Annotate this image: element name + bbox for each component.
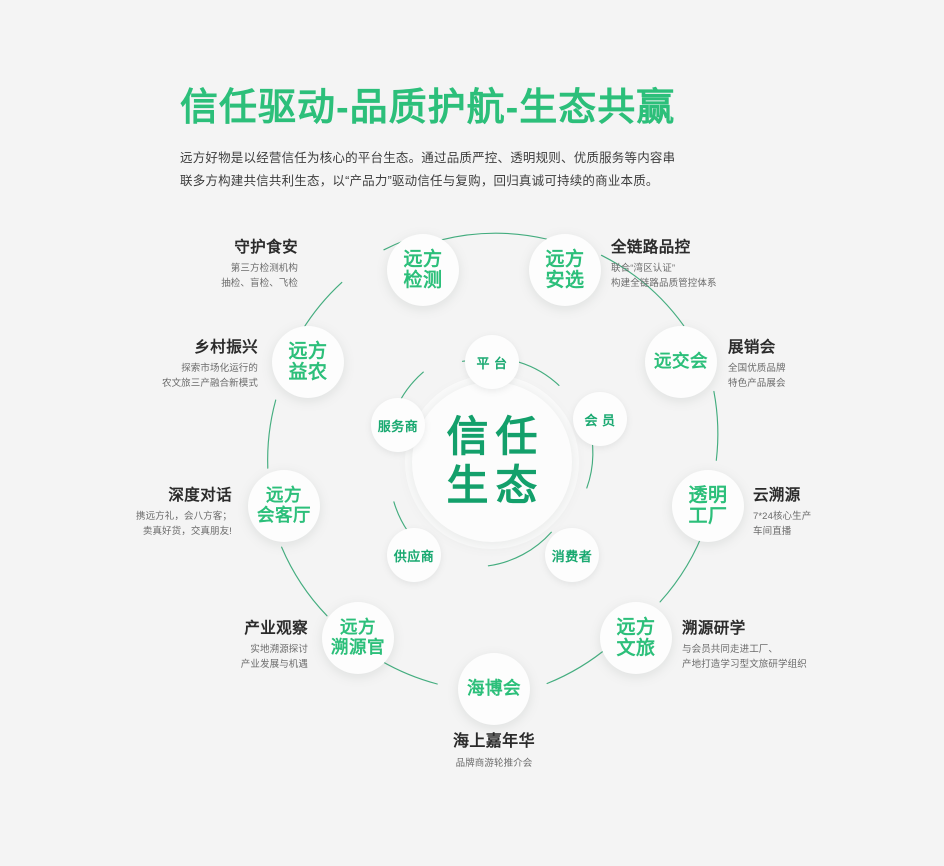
outer-node-haibohui[interactable]: 海博会 — [458, 653, 530, 725]
caption-subtext-line-2: 卖真好货，交真朋友! — [142, 526, 232, 538]
caption-subtext-line-1: 与会员共同走进工厂、 — [682, 644, 779, 656]
caption-heading: 深度对话 — [168, 487, 232, 504]
caption-subtext: 全国优质品牌 特色产品展会 — [728, 362, 918, 391]
caption-heading: 展销会 — [728, 339, 776, 356]
outer-node-label: 海博会 — [467, 679, 521, 699]
caption-haibohui: 海上嘉年华 品牌商游轮推介会 — [394, 732, 594, 772]
caption-subtext-line-1: 实地溯源探讨 — [250, 644, 308, 656]
caption-subtext: 7*24核心生产 车间直播 — [753, 510, 943, 539]
caption-yuanjiaohui: 展销会 全国优质品牌 特色产品展会 — [728, 338, 918, 392]
outer-node-label-line-1: 远交会 — [654, 351, 708, 372]
outer-node-touming-gongchang[interactable]: 透明 工厂 — [672, 470, 744, 542]
inner-node-platform[interactable]: 平 台 — [465, 335, 519, 389]
caption-subtext-line-2: 产业发展与机遇 — [240, 659, 308, 671]
caption-yuanfang-yinong: 乡村振兴 探索市场化运行的 农文旅三产融合新模式 — [68, 338, 258, 392]
inner-node-consumer[interactable]: 消费者 — [545, 528, 599, 582]
outer-node-label-line-1: 透明 — [688, 484, 728, 506]
page-title: 信任驱动-品质护航-生态共赢 — [180, 87, 676, 129]
caption-touming-gongchang: 云溯源 7*24核心生产 车间直播 — [753, 486, 943, 540]
caption-subtext-line-1: 携远方礼，会八方客； — [135, 511, 232, 523]
inner-node-label: 平 台 — [476, 355, 508, 371]
outer-node-label: 远方 益农 — [288, 341, 327, 384]
caption-subtext-line-2: 抽检、盲检、飞检 — [221, 278, 298, 290]
inner-node-member[interactable]: 会 员 — [573, 392, 627, 446]
outer-node-label-line-1: 远方 — [266, 485, 302, 506]
caption-subtext-line-2: 特色产品展会 — [728, 378, 786, 390]
inner-node-supplier[interactable]: 供应商 — [387, 528, 441, 582]
outer-node-yuanfang-huiketing[interactable]: 远方 会客厅 — [248, 470, 320, 542]
outer-node-label-line-1: 远方 — [545, 248, 585, 270]
caption-heading: 乡村振兴 — [194, 339, 258, 356]
caption-yuanfang-suyuanguan: 产业观察 实地溯源探讨 产业发展与机遇 — [118, 619, 308, 673]
page-subtitle: 远方好物是以经营信任为核心的平台生态。通过品质严控、透明规则、优质服务等内容串 … — [180, 147, 680, 193]
outer-node-label: 远方 文旅 — [616, 617, 655, 660]
outer-node-label: 远方 会客厅 — [257, 486, 311, 525]
core-label-line-2: 生态 — [446, 462, 545, 509]
caption-subtext: 第三方检测机构 抽检、盲检、飞检 — [108, 262, 298, 291]
caption-heading: 全链路品控 — [611, 239, 691, 256]
caption-yuanfang-wenlv: 溯源研学 与会员共同走进工厂、 产地打造学习型文旅研学组织 — [682, 619, 897, 673]
inner-node-label: 会 员 — [584, 412, 616, 428]
outer-node-yuanjiaohui[interactable]: 远交会 — [645, 326, 717, 398]
outer-node-label-line-1: 远方 — [616, 616, 656, 638]
core-label-line-1: 信任 — [446, 413, 545, 461]
caption-subtext: 携远方礼，会八方客； 卖真好货，交真朋友! — [42, 510, 232, 539]
caption-yuanfang-huiketing: 深度对话 携远方礼，会八方客； 卖真好货，交真朋友! — [42, 486, 232, 540]
caption-subtext-line-2: 农文旅三产融合新模式 — [161, 378, 258, 390]
caption-subtext: 联合“湾区认证” 构建全链路品质管控体系 — [611, 262, 801, 291]
caption-heading: 产业观察 — [244, 620, 308, 637]
outer-node-yuanfang-jiance[interactable]: 远方 检测 — [387, 234, 459, 306]
caption-subtext: 与会员共同走进工厂、 产地打造学习型文旅研学组织 — [682, 643, 897, 672]
caption-subtext-line-1: 7*24核心生产 — [753, 511, 812, 523]
outer-node-yuanfang-suyuanguan[interactable]: 远方 溯源官 — [322, 602, 394, 674]
caption-heading: 云溯源 — [753, 487, 801, 504]
caption-subtext-line-2: 产地打造学习型文旅研学组织 — [682, 659, 807, 671]
inner-node-label: 消费者 — [551, 548, 593, 564]
outer-node-yuanfang-wenlv[interactable]: 远方 文旅 — [600, 602, 672, 674]
caption-subtext: 品牌商游轮推介会 — [394, 757, 594, 772]
outer-node-label-line-2: 工厂 — [688, 506, 728, 527]
outer-node-label: 远方 溯源官 — [331, 618, 385, 657]
outer-node-label-line-2: 安选 — [545, 270, 585, 291]
caption-subtext-line-2: 构建全链路品质管控体系 — [611, 278, 717, 290]
caption-subtext-line-1: 全国优质品牌 — [728, 363, 786, 375]
caption-subtext-line-2: 车间直播 — [753, 526, 792, 538]
inner-node-label: 供应商 — [393, 548, 435, 564]
outer-node-label: 远交会 — [654, 352, 708, 372]
outer-node-label: 透明 工厂 — [688, 485, 727, 528]
caption-subtext: 实地溯源探讨 产业发展与机遇 — [118, 643, 308, 672]
outer-node-label-line-1: 远方 — [288, 340, 328, 362]
outer-node-label-line-2: 检测 — [403, 270, 443, 291]
caption-yuanfang-jiance: 守护食安 第三方检测机构 抽检、盲检、飞检 — [108, 238, 298, 292]
inner-node-label: 服务商 — [377, 418, 419, 434]
outer-node-label: 远方 安选 — [545, 249, 584, 292]
outer-node-label-line-2: 文旅 — [616, 638, 656, 659]
header: 信任驱动-品质护航-生态共赢 远方好物是以经营信任为核心的平台生态。通过品质严控… — [180, 87, 820, 193]
outer-node-label: 远方 检测 — [403, 249, 442, 292]
outer-node-label-line-1: 远方 — [340, 617, 376, 638]
subtitle-line-2: 联多方构建共信共利生态，以“产品力”驱动信任与复购，回归真诚可持续的商业本质。 — [180, 173, 659, 188]
caption-yuanfang-anxuan: 全链路品控 联合“湾区认证” 构建全链路品质管控体系 — [611, 238, 801, 292]
caption-heading: 溯源研学 — [682, 620, 746, 637]
outer-node-yuanfang-anxuan[interactable]: 远方 安选 — [529, 234, 601, 306]
outer-node-label-line-2: 溯源官 — [331, 637, 385, 657]
caption-heading: 守护食安 — [234, 239, 298, 256]
subtitle-line-1: 远方好物是以经营信任为核心的平台生态。通过品质严控、透明规则、优质服务等内容串 — [180, 150, 676, 165]
caption-subtext-line-1: 探索市场化运行的 — [181, 363, 258, 375]
outer-node-label-line-1: 海博会 — [467, 678, 521, 699]
outer-node-label-line-1: 远方 — [403, 248, 443, 270]
caption-subtext: 探索市场化运行的 农文旅三产融合新模式 — [68, 362, 258, 391]
caption-subtext-line-1: 联合“湾区认证” — [611, 263, 676, 275]
inner-node-service-provider[interactable]: 服务商 — [371, 398, 425, 452]
core-label: 信任 生态 — [412, 382, 572, 542]
core-circle — [412, 382, 572, 542]
outer-node-yuanfang-yinong[interactable]: 远方 益农 — [272, 326, 344, 398]
outer-node-label-line-2: 会客厅 — [257, 505, 311, 525]
caption-subtext-line-1: 品牌商游轮推介会 — [455, 758, 533, 769]
caption-heading: 海上嘉年华 — [452, 733, 535, 750]
caption-subtext-line-1: 第三方检测机构 — [230, 263, 298, 275]
outer-node-label-line-2: 益农 — [288, 362, 328, 383]
